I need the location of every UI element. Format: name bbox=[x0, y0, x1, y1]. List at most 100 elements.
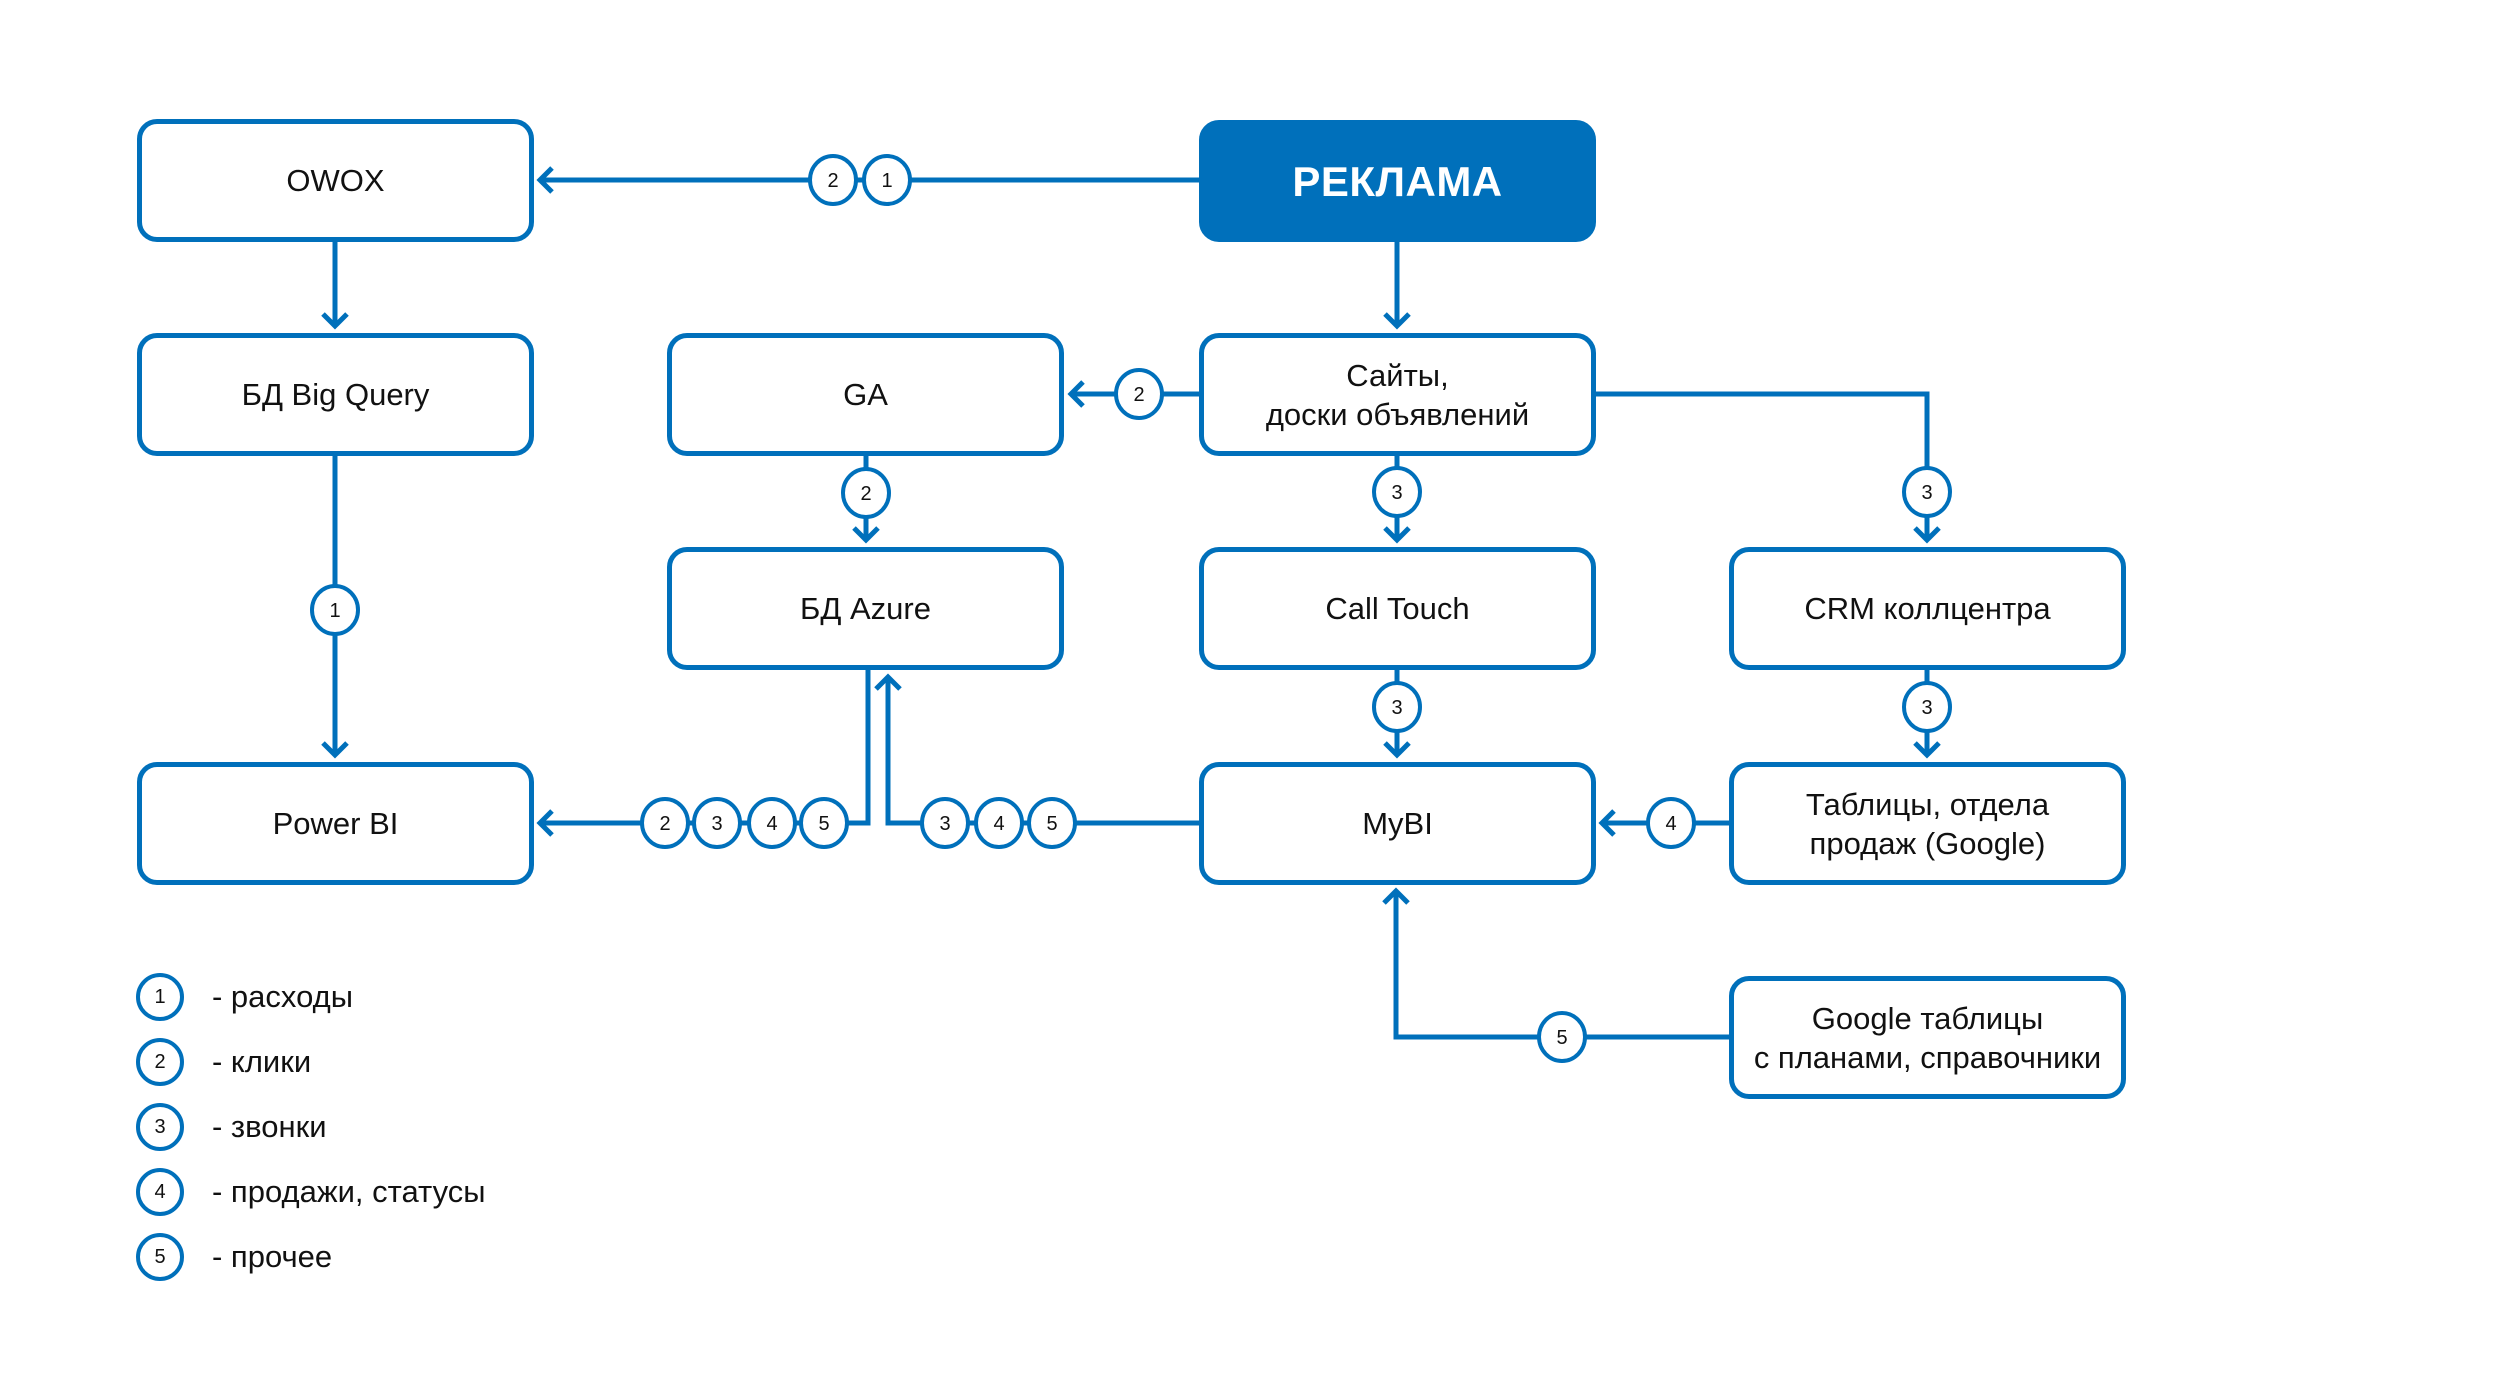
badge-circle-icon bbox=[1537, 1011, 1587, 1063]
edge-badge-calltouch-mybi: 3 bbox=[1372, 681, 1422, 733]
badge-label: 2 bbox=[827, 170, 838, 192]
edge-badge-google_tables-mybi: 5 bbox=[1537, 1011, 1587, 1063]
badge-label: 3 bbox=[1391, 697, 1402, 719]
node-crm-label: CRM коллцентра bbox=[1804, 591, 2051, 626]
node-ga[interactable]: GA bbox=[667, 333, 1064, 456]
legend-badge: 3 bbox=[136, 1103, 184, 1151]
arrowhead-down-icon bbox=[852, 526, 880, 544]
badge-label: 5 bbox=[1046, 813, 1057, 835]
arrowhead-down-icon bbox=[1913, 526, 1941, 544]
badge-circle-icon bbox=[692, 797, 742, 849]
edge-badge-azure-powerbi: 4 bbox=[747, 797, 797, 849]
arrowhead-up-icon bbox=[874, 673, 902, 691]
arrowhead-down-icon bbox=[321, 312, 349, 330]
node-sales-tables-label: Таблицы, отдела продаж (Google) bbox=[1805, 786, 2050, 861]
badge-label: 3 bbox=[711, 813, 722, 835]
legend-badge: 5 bbox=[136, 1233, 184, 1281]
badge-label: 5 bbox=[1556, 1027, 1567, 1049]
legend-badge: 2 bbox=[136, 1038, 184, 1086]
edge-badge-reklama-owox: 1 bbox=[862, 154, 912, 206]
node-bigquery[interactable]: БД Big Query bbox=[137, 333, 534, 456]
node-bigquery-label: БД Big Query bbox=[241, 377, 430, 412]
badge-label: 2 bbox=[1133, 384, 1144, 406]
edge-badge-sites-ga: 2 bbox=[1114, 368, 1164, 420]
badge-circle-icon bbox=[1902, 466, 1952, 518]
badge-label: 3 bbox=[1391, 482, 1402, 504]
badge-label: 4 bbox=[993, 813, 1004, 835]
node-ga-label: GA bbox=[843, 377, 888, 412]
badge-circle-icon bbox=[1372, 466, 1422, 518]
badge-label: 5 bbox=[818, 813, 829, 835]
badge-circle-icon bbox=[747, 797, 797, 849]
node-reklama[interactable]: РЕКЛАМА bbox=[1199, 120, 1596, 242]
badge-label: 3 bbox=[1921, 697, 1932, 719]
edge-google-tables-mybi bbox=[1393, 891, 1729, 1040]
badge-label: 3 bbox=[939, 813, 950, 835]
arrowhead-left-icon bbox=[1598, 809, 1616, 837]
node-crm[interactable]: CRM коллцентра bbox=[1729, 547, 2126, 670]
node-reklama-label: РЕКЛАМА bbox=[1292, 157, 1503, 205]
arrowhead-up-icon bbox=[1382, 887, 1410, 905]
node-powerbi[interactable]: Power BI bbox=[137, 762, 534, 885]
node-sales-tables[interactable]: Таблицы, отдела продаж (Google) bbox=[1729, 762, 2126, 885]
badge-circle-icon bbox=[974, 797, 1024, 849]
legend-label: - прочее bbox=[212, 1239, 333, 1274]
arrowhead-down-icon bbox=[1383, 526, 1411, 544]
node-azure[interactable]: БД Azure bbox=[667, 547, 1064, 670]
badge-circle-icon bbox=[310, 584, 360, 636]
arrowhead-left-icon bbox=[536, 166, 554, 194]
badge-circle-icon bbox=[862, 154, 912, 206]
legend-item: 1 - расходы bbox=[136, 973, 353, 1021]
edge-badge-crm-sales_tables: 3 bbox=[1902, 681, 1952, 733]
arrowhead-left-icon bbox=[536, 809, 554, 837]
edge-badge-azure-powerbi: 2 bbox=[640, 797, 690, 849]
badge-circle-icon bbox=[640, 797, 690, 849]
legend-badge: 4 bbox=[136, 1168, 184, 1216]
arrowhead-left-icon bbox=[1067, 380, 1085, 408]
edge-badge-mybi-azure: 4 bbox=[974, 797, 1024, 849]
node-sites[interactable]: Сайты, доски объявлений bbox=[1199, 333, 1596, 456]
edge-badge-sales_tables-mybi: 4 bbox=[1646, 797, 1696, 849]
edge-badge-mybi-azure: 5 bbox=[1027, 797, 1077, 849]
node-calltouch[interactable]: Call Touch bbox=[1199, 547, 1596, 670]
edge-badge-bigquery-powerbi: 1 bbox=[310, 584, 360, 636]
node-google-tables-label: Google таблицы с планами, справочники bbox=[1753, 1000, 2102, 1075]
node-mybi-label: MyBI bbox=[1362, 806, 1433, 841]
badge-label: 2 bbox=[860, 483, 871, 505]
legend-item: 3 - звонки bbox=[136, 1103, 327, 1151]
arrowhead-down-icon bbox=[1383, 312, 1411, 330]
edge-sites-crm bbox=[1595, 391, 1930, 540]
node-owox[interactable]: OWOX bbox=[137, 119, 534, 242]
node-owox-label: OWOX bbox=[286, 163, 385, 198]
badge-circle-icon bbox=[1902, 681, 1952, 733]
edge-badge-azure-powerbi: 3 bbox=[692, 797, 742, 849]
badge-label: 1 bbox=[329, 600, 340, 622]
edge-badge-ga-azure: 2 bbox=[841, 467, 891, 519]
badge-circle-icon bbox=[920, 797, 970, 849]
badge-circle-icon bbox=[1646, 797, 1696, 849]
badge-label: 1 bbox=[881, 170, 892, 192]
legend-item: 5 - прочее bbox=[136, 1233, 332, 1281]
badge-label: 2 bbox=[659, 813, 670, 835]
node-sites-label: Сайты, доски объявлений bbox=[1265, 357, 1530, 432]
legend-item: 4 - продажи, статусы bbox=[136, 1168, 486, 1216]
badge-circle-icon bbox=[1027, 797, 1077, 849]
node-mybi[interactable]: MyBI bbox=[1199, 762, 1596, 885]
edge-mybi-azure bbox=[885, 677, 1199, 826]
arrowhead-down-icon bbox=[1383, 741, 1411, 759]
node-powerbi-label: Power BI bbox=[272, 806, 399, 841]
badge-circle-icon bbox=[1372, 681, 1422, 733]
badge-label: 3 bbox=[1921, 482, 1932, 504]
edge-badge-sites-calltouch: 3 bbox=[1372, 466, 1422, 518]
node-google-tables[interactable]: Google таблицы с планами, справочники bbox=[1729, 976, 2126, 1099]
badge-circle-icon bbox=[799, 797, 849, 849]
edge-badge-azure-powerbi: 5 bbox=[799, 797, 849, 849]
legend-label: - звонки bbox=[212, 1109, 327, 1144]
badge-circle-icon bbox=[1114, 368, 1164, 420]
legend-label: - клики bbox=[212, 1044, 312, 1079]
legend-label: - расходы bbox=[212, 979, 353, 1014]
arrowhead-down-icon bbox=[1913, 741, 1941, 759]
